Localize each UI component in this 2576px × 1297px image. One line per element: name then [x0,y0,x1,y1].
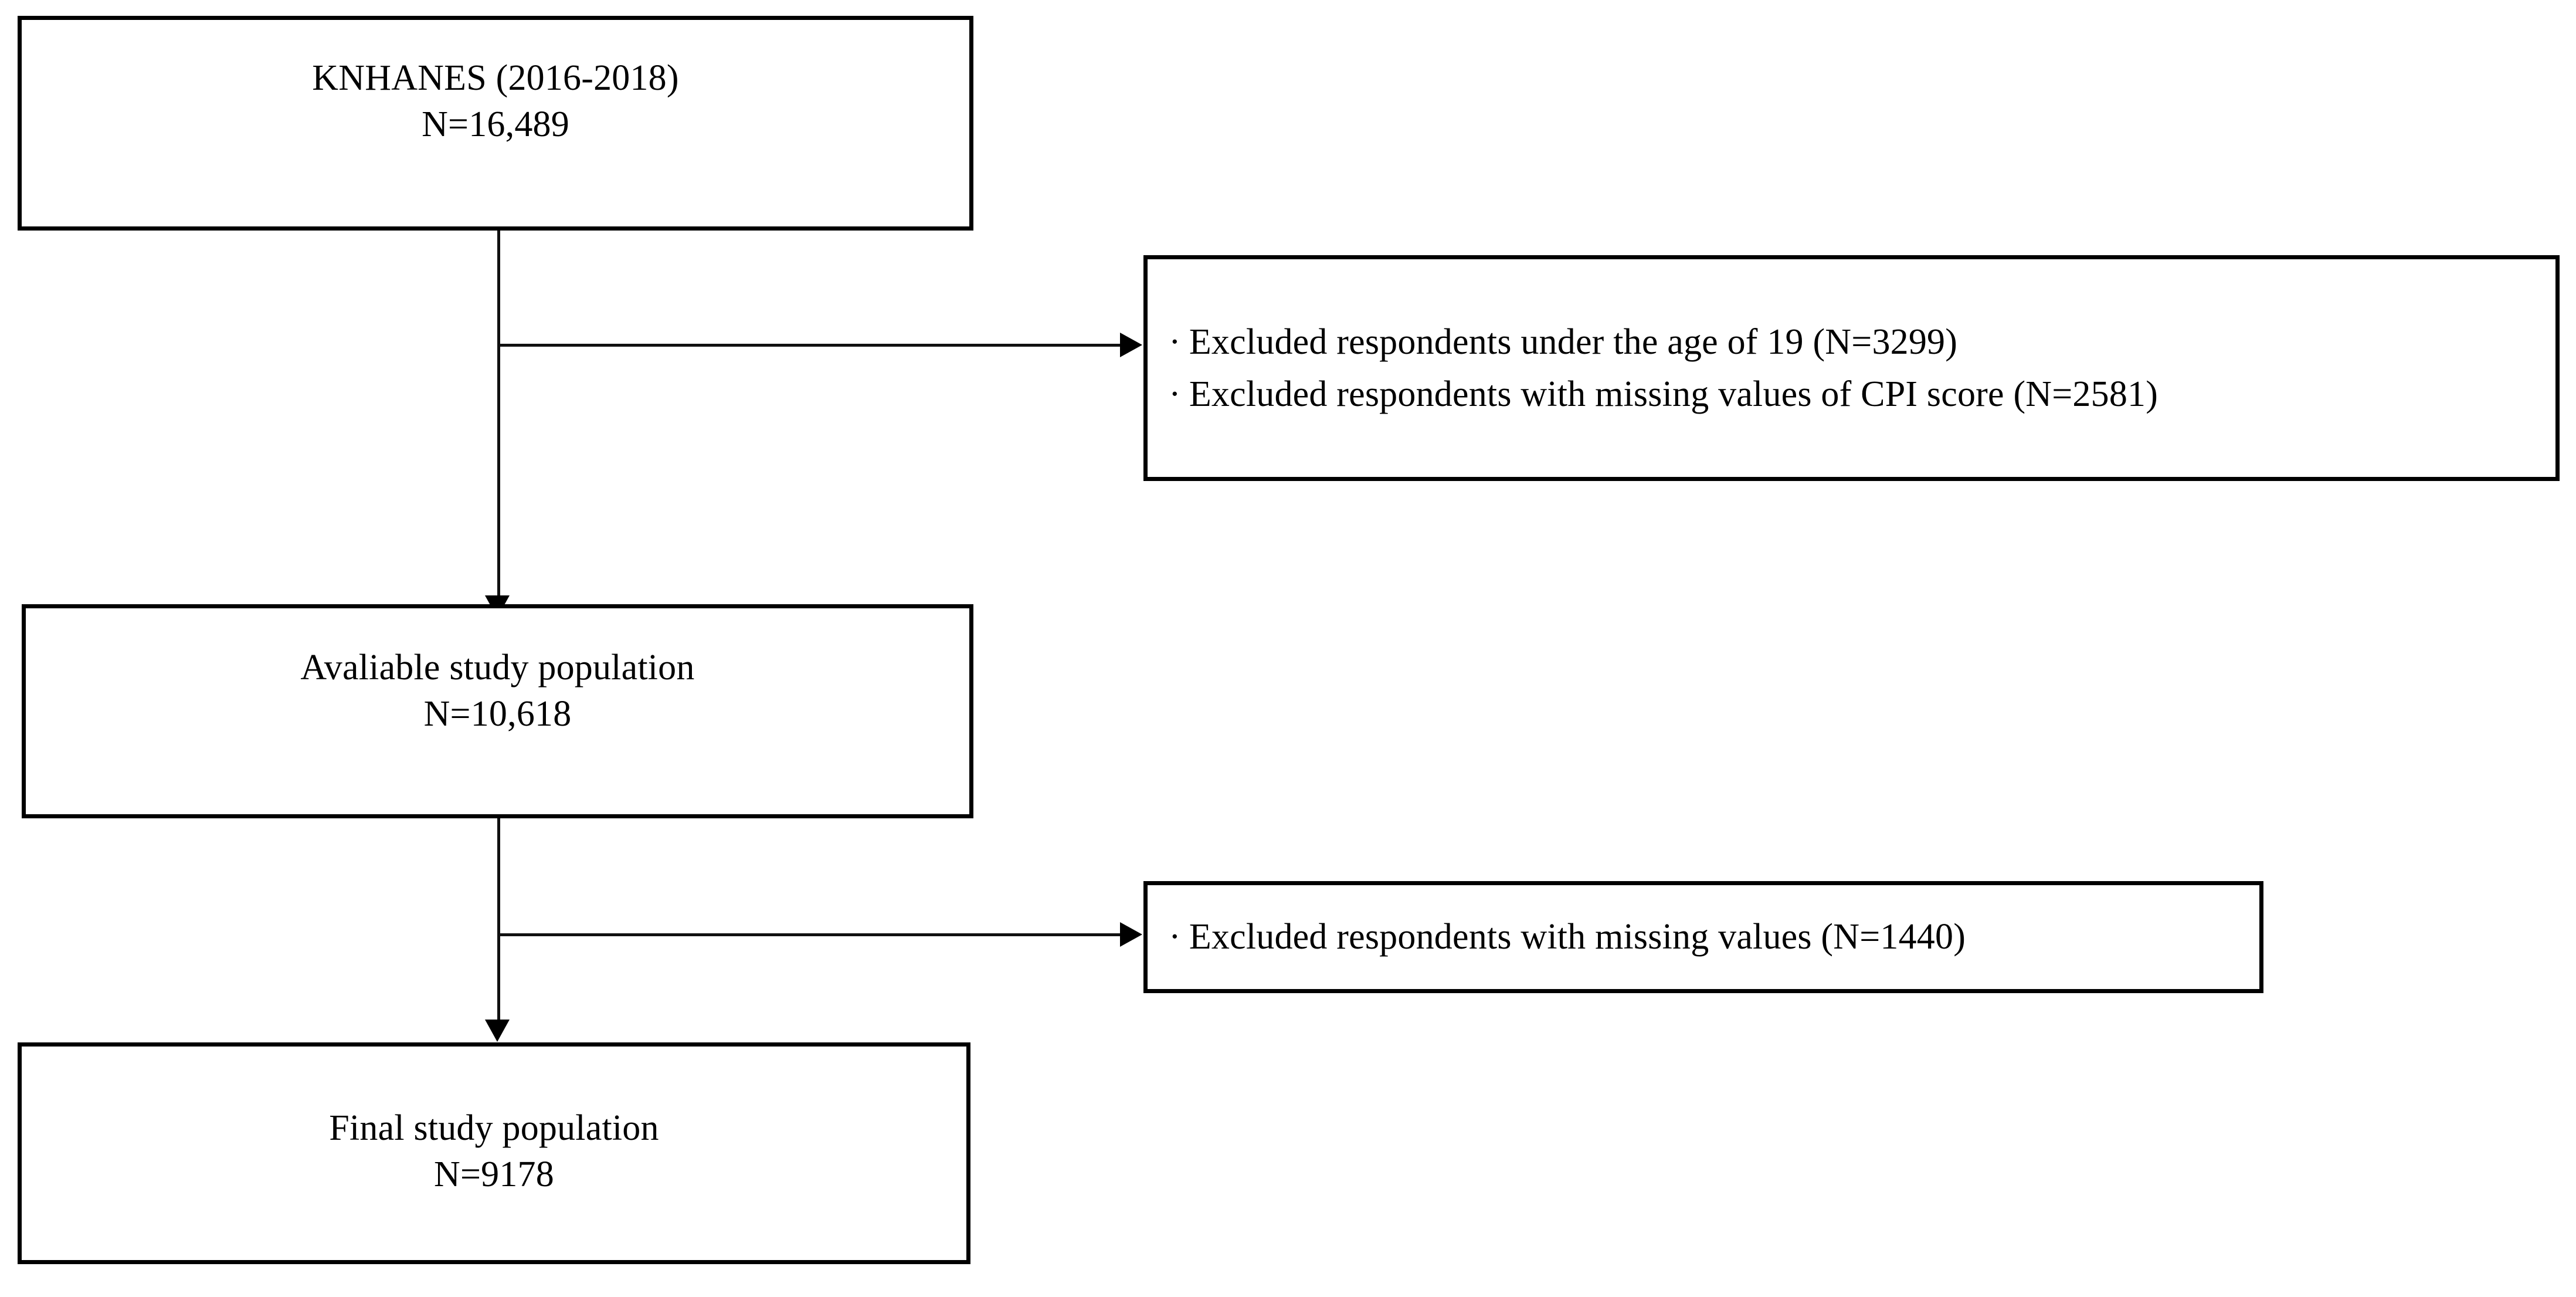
node-source-cohort-count: N=16,489 [422,104,569,145]
connector-trunk-available-to-final [497,818,500,1022]
node-final-population-count: N=9178 [434,1154,554,1195]
exclusion-stage-1-item-0: ·Excluded respondents under the age of 1… [1169,316,1957,368]
bullet-icon: · [1169,322,1181,363]
node-available-population-title: Avaliable study population [300,648,695,688]
connector-trunk-source-to-available [497,231,500,598]
node-source-cohort: KNHANES (2016-2018) N=16,489 [18,16,973,231]
arrowhead-down-to-final [485,1020,510,1042]
arrowhead-right-to-exclusion-1 [1120,333,1142,357]
bullet-icon: · [1169,917,1181,957]
exclusion-stage-1-item-1-text: Excluded respondents with missing values… [1189,374,2158,414]
exclusion-stage-2-item-0-text: Excluded respondents with missing values… [1189,917,1966,957]
node-exclusion-stage-2: ·Excluded respondents with missing value… [1143,881,2263,993]
connector-branch-to-exclusion-1 [497,344,1122,347]
node-available-population: Avaliable study population N=10,618 [22,604,973,818]
node-exclusion-stage-1: ·Excluded respondents under the age of 1… [1143,255,2560,481]
connector-branch-to-exclusion-2 [497,933,1122,936]
exclusion-stage-2-item-0: ·Excluded respondents with missing value… [1169,911,1966,963]
node-final-population-title: Final study population [329,1108,659,1148]
node-source-cohort-title: KNHANES (2016-2018) [312,58,679,98]
exclusion-stage-1-item-1: ·Excluded respondents with missing value… [1169,368,2158,420]
bullet-icon: · [1169,374,1181,414]
node-available-population-count: N=10,618 [423,694,572,734]
arrowhead-right-to-exclusion-2 [1120,922,1142,947]
node-final-population: Final study population N=9178 [18,1042,970,1264]
exclusion-stage-1-item-0-text: Excluded respondents under the age of 19… [1189,322,1958,363]
